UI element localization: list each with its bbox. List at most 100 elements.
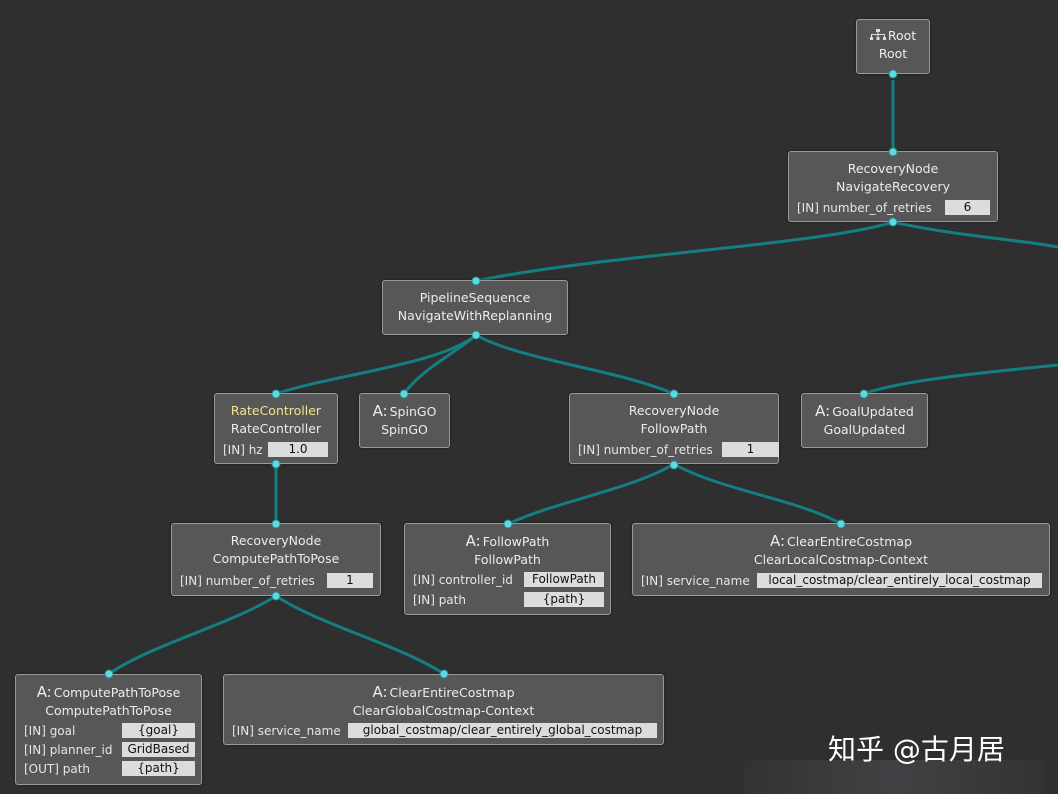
- node-compute-path-action[interactable]: A:ComputePathToPose ComputePathToPose [I…: [15, 674, 202, 785]
- node-clear-global-title: ClearEntireCostmap: [389, 685, 515, 700]
- port-service-name: [IN] service_name local_costmap/clear_en…: [641, 572, 1045, 590]
- node-follow-path-recovery[interactable]: RecoveryNode FollowPath [IN] number_of_r…: [569, 393, 779, 464]
- node-navigate-with-replanning[interactable]: PipelineSequence NavigateWithReplanning: [382, 280, 568, 335]
- node-goal-updated[interactable]: A:GoalUpdated GoalUpdated: [801, 393, 928, 448]
- node-goal-updated-sub: GoalUpdated: [823, 422, 906, 437]
- node-clear-global-sub: ClearGlobalCostmap-Context: [352, 703, 535, 718]
- edge-navigate-recovery-offscreen: [892, 220, 1058, 249]
- blur-overlay: [745, 760, 1045, 794]
- port-planner-id: [IN] planner_id GridBased: [24, 741, 197, 759]
- port-number-of-retries: [IN] number_of_retries 1: [180, 572, 376, 590]
- port-label: [IN] planner_id: [24, 743, 113, 757]
- port-dot[interactable]: [471, 330, 481, 340]
- port-dot[interactable]: [271, 519, 281, 529]
- node-compute-path-recovery-title: RecoveryNode: [230, 533, 322, 548]
- port-value-field[interactable]: {path}: [122, 761, 195, 776]
- node-clear-local-sub: ClearLocalCostmap-Context: [753, 552, 929, 567]
- port-dot[interactable]: [271, 591, 281, 601]
- port-label: [IN] number_of_retries: [797, 201, 932, 215]
- node-navigate-with-replanning-title: PipelineSequence: [419, 290, 531, 305]
- port-value-field[interactable]: 1: [722, 442, 779, 457]
- action-prefix: A:: [815, 402, 831, 420]
- edge-follow-path-clear-local: [673, 462, 842, 526]
- port-dot[interactable]: [888, 147, 898, 157]
- port-dot[interactable]: [399, 389, 409, 399]
- node-rate-controller-title: RateController: [230, 403, 322, 418]
- port-dot[interactable]: [439, 669, 449, 679]
- edge-compute-path-action: [108, 594, 277, 676]
- node-navigate-recovery-title: RecoveryNode: [847, 161, 939, 176]
- port-label: [IN] path: [413, 593, 466, 607]
- port-label: [IN] goal: [24, 724, 76, 738]
- node-compute-path-action-sub: ComputePathToPose: [45, 703, 172, 718]
- node-clear-local-title: ClearEntireCostmap: [787, 534, 913, 549]
- node-compute-path-recovery[interactable]: RecoveryNode ComputePathToPose [IN] numb…: [171, 523, 381, 596]
- node-rate-controller-sub: RateController: [230, 421, 322, 436]
- port-dot[interactable]: [836, 519, 846, 529]
- port-label: [IN] hz: [223, 443, 263, 457]
- edge-compute-path-clear-global: [275, 594, 445, 676]
- action-prefix: A:: [372, 402, 388, 420]
- port-dot[interactable]: [104, 669, 114, 679]
- action-prefix: A:: [36, 683, 52, 701]
- edge-offscreen-goal-updated: [863, 363, 1058, 396]
- port-label: [IN] service_name: [641, 574, 750, 588]
- node-goal-updated-title: GoalUpdated: [832, 404, 914, 419]
- port-dot[interactable]: [271, 389, 281, 399]
- node-rate-controller[interactable]: RateController RateController [IN] hz 1.…: [214, 393, 338, 464]
- port-label: [IN] controller_id: [413, 573, 513, 587]
- edge-follow-path-action: [507, 462, 675, 526]
- edge-navigate-recovery-replanning: [475, 220, 894, 283]
- node-follow-path-recovery-title: RecoveryNode: [628, 403, 720, 418]
- port-dot[interactable]: [271, 459, 281, 469]
- edge-replanning-rate-controller: [275, 333, 477, 396]
- port-label: [IN] number_of_retries: [180, 574, 315, 588]
- port-value-field[interactable]: local_costmap/clear_entirely_local_costm…: [757, 573, 1042, 588]
- port-dot[interactable]: [471, 276, 481, 286]
- node-compute-path-action-title: ComputePathToPose: [53, 685, 181, 700]
- edge-replanning-spin-go: [402, 333, 478, 395]
- port-value-field[interactable]: 1.0: [268, 442, 328, 457]
- port-value-field[interactable]: {path}: [524, 592, 604, 607]
- port-dot[interactable]: [503, 519, 513, 529]
- port-label: [OUT] path: [24, 762, 91, 776]
- action-prefix: A:: [769, 532, 786, 550]
- watermark: 知乎 @古月居: [828, 733, 1005, 766]
- port-value-field[interactable]: {goal}: [122, 723, 195, 738]
- node-navigate-with-replanning-sub: NavigateWithReplanning: [397, 308, 553, 323]
- port-goal: [IN] goal {goal}: [24, 722, 197, 740]
- node-follow-path-recovery-sub: FollowPath: [640, 421, 708, 436]
- port-controller-id: [IN] controller_id FollowPath: [413, 571, 606, 589]
- node-compute-path-recovery-sub: ComputePathToPose: [212, 551, 340, 566]
- port-dot[interactable]: [888, 69, 898, 79]
- node-spin-go-sub: SpinGO: [381, 422, 428, 437]
- action-prefix: A:: [465, 532, 481, 550]
- port-value-field[interactable]: GridBased: [122, 742, 195, 757]
- node-spin-go[interactable]: A:SpinGO SpinGO: [359, 393, 450, 448]
- node-spin-go-title: SpinGO: [389, 404, 437, 419]
- port-value-field[interactable]: global_costmap/clear_entirely_global_cos…: [348, 723, 657, 738]
- tree-icon: [869, 29, 886, 40]
- port-value-field[interactable]: 1: [327, 573, 373, 588]
- port-dot[interactable]: [669, 460, 679, 470]
- port-dot[interactable]: [888, 217, 898, 227]
- node-follow-path-action-sub: FollowPath: [474, 552, 541, 567]
- port-path: [OUT] path {path}: [24, 760, 197, 778]
- port-dot[interactable]: [669, 389, 679, 399]
- port-dot[interactable]: [859, 389, 869, 399]
- port-label: [IN] service_name: [232, 724, 341, 738]
- node-root-title: Root: [887, 28, 917, 43]
- port-value-field[interactable]: 6: [945, 200, 990, 215]
- node-navigate-recovery[interactable]: RecoveryNode NavigateRecovery [IN] numbe…: [788, 151, 998, 222]
- port-value-field[interactable]: FollowPath: [524, 572, 604, 587]
- edge-replanning-follow-path: [475, 333, 675, 396]
- action-prefix: A:: [372, 683, 388, 701]
- node-clear-local-costmap[interactable]: A:ClearEntireCostmap ClearLocalCostmap-C…: [632, 523, 1050, 596]
- node-root[interactable]: Root Root: [856, 19, 930, 74]
- port-label: [IN] number_of_retries: [578, 443, 713, 457]
- port-number-of-retries: [IN] number_of_retries 6: [797, 199, 993, 217]
- node-clear-global-costmap[interactable]: A:ClearEntireCostmap ClearGlobalCostmap-…: [223, 674, 664, 745]
- node-follow-path-action[interactable]: A: FollowPath FollowPath [IN] controller_…: [404, 523, 611, 615]
